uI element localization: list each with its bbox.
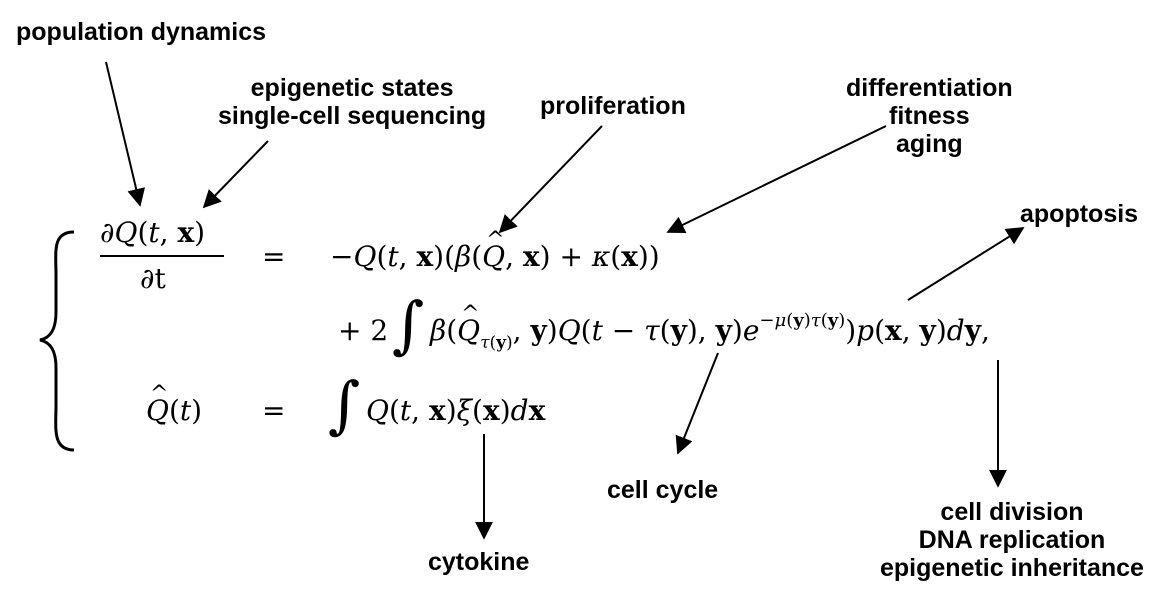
eq-line1: −Q(t, x)(β(Q, x) + κ(x)) [330,224,660,274]
eq-equals-2: = [262,394,286,427]
arrow-proliferation [498,125,603,234]
eq-denominator: ∂t [140,262,166,295]
eq-line2: β(Qτ(y), y)Q(t − τ(y), y)e−μ(y)τ(y))p(x,… [430,298,990,353]
fraction-bar [100,255,224,257]
label-apoptosis: apoptosis [1020,200,1139,228]
eq-equals-1: = [262,240,286,273]
arrow-apoptosis [907,227,1025,301]
integral-sign-2: ∫ [328,368,361,441]
arrow-population-dynamics [105,61,146,207]
arrow-cell-cycle [675,352,719,455]
eq-line3-lhs: Q(t) [146,378,202,428]
label-cell-division-group: cell division DNA replication epigenetic… [880,498,1144,582]
eq-numerator: ∂Q(t, x) [100,216,206,249]
label-differentiation-fitness-aging: differentiation fitness aging [846,74,1013,158]
arrow-differentiation [666,125,887,234]
label-cell-cycle: cell cycle [607,476,719,504]
label-population-dynamics: population dynamics [16,18,267,46]
eq-line3-rhs: Q(t, x)ξ(x)dx [366,394,546,427]
label-epigenetic-states: epigenetic states single-cell sequencing [218,74,487,130]
integral-sign-1: ∫ [392,288,425,361]
eq-plus-two: + 2 [338,314,389,347]
label-cytokine: cytokine [428,548,530,576]
arrow-epigenetic-states [202,140,269,209]
label-proliferation: proliferation [540,92,686,120]
left-brace [39,230,75,452]
